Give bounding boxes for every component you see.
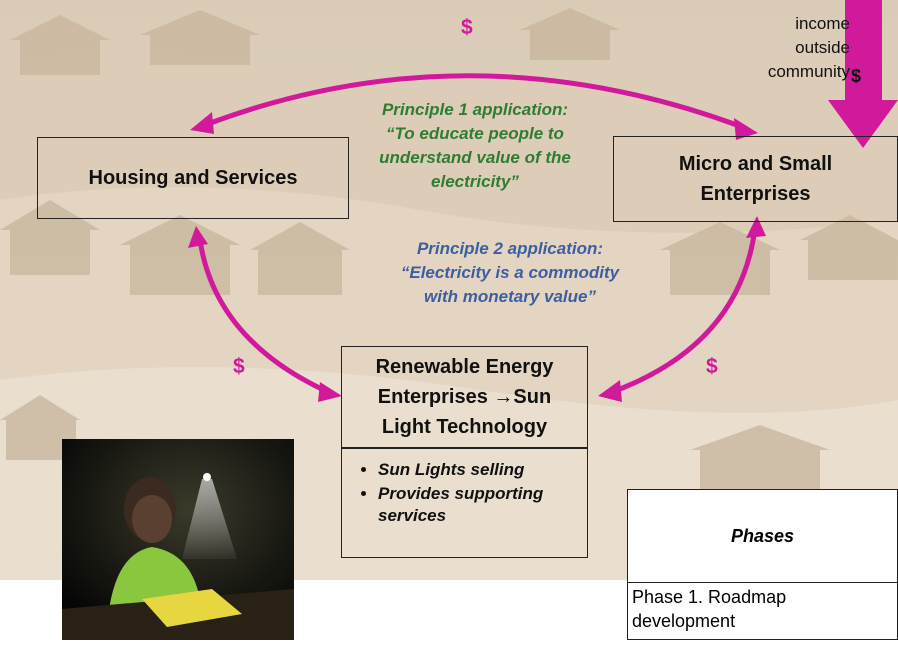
micro-label-line-2: Enterprises <box>700 183 811 205</box>
principle-1-line-3: understand value of the <box>379 148 571 167</box>
income-line-2: outside <box>795 38 850 57</box>
phases-title: Phases <box>628 490 897 583</box>
dollar-label-left: $ <box>233 355 245 378</box>
phases-table: Phases Phase 1. Roadmap development <box>627 489 898 640</box>
income-line-3: community <box>767 62 850 81</box>
renewable-label-line-1: Renewable Energy <box>375 356 554 378</box>
renewable-label-line-2: Enterprises →Sun <box>377 386 552 408</box>
principle-2-line-2: “Electricity is a commodity <box>400 263 620 282</box>
principle-2-line-3: with monetary value” <box>424 287 596 306</box>
income-line-1: income <box>795 14 850 33</box>
income-outside-label: income outside community <box>760 12 850 84</box>
principle-2-line-1: Principle 2 application: <box>416 239 604 258</box>
principle-1-text: Principle 1 application: “To educate peo… <box>330 98 620 194</box>
micro-label-line-1: Micro and Small <box>678 153 833 175</box>
principle-1-line-4: electricity” <box>431 172 519 191</box>
list-item: Sun Lights selling <box>378 459 587 481</box>
activities-list: Sun Lights selling Provides supporting s… <box>342 459 587 527</box>
child-reading-illustration <box>62 439 294 640</box>
dollar-label-right: $ <box>706 355 718 378</box>
renewable-label-line-3: Light Technology <box>381 416 548 438</box>
income-dollar-symbol: $ <box>851 66 862 86</box>
renewable-activities-box: Sun Lights selling Provides supporting s… <box>341 448 588 558</box>
principle-1-line-2: “To educate people to <box>386 124 564 143</box>
housing-services-label: Housing and Services <box>88 166 298 189</box>
principle-1-line-1: Principle 1 application: <box>381 100 569 119</box>
list-item: Provides supporting services <box>378 483 587 527</box>
phase-1-row: Phase 1. Roadmap development <box>632 587 787 631</box>
micro-small-enterprises-box: Micro and Small Enterprises <box>613 136 898 222</box>
renewable-energy-box: Renewable Energy Enterprises →Sun Light … <box>341 346 588 448</box>
housing-services-box: Housing and Services <box>37 137 349 219</box>
principle-2-text: Principle 2 application: “Electricity is… <box>365 237 655 309</box>
dollar-label-top: $ <box>461 16 473 39</box>
